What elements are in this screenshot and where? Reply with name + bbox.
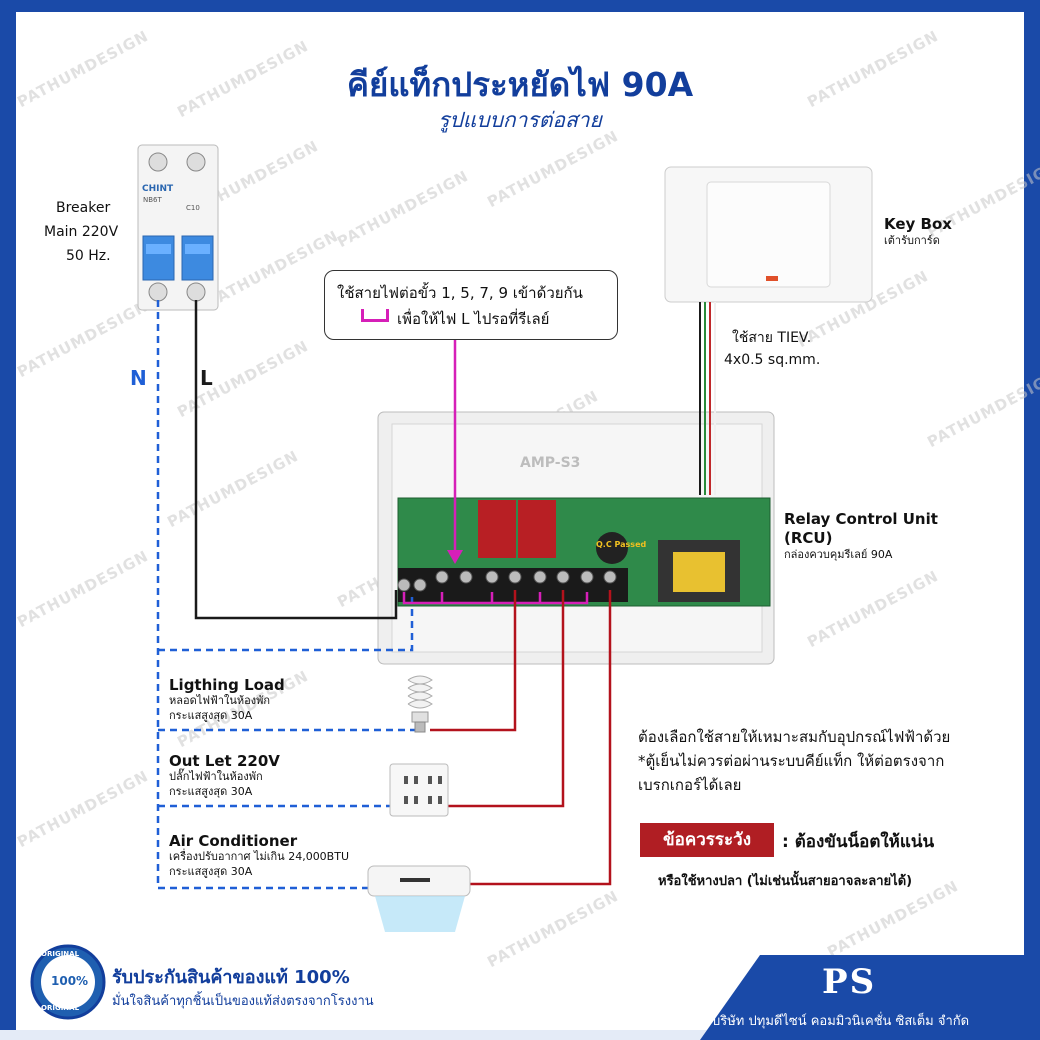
guarantee-title: รับประกันสินค้าของแท้ 100% (112, 967, 350, 988)
wire-load-light (430, 590, 517, 732)
wire-l (194, 300, 398, 620)
load-ac-name: Air Conditioner (169, 832, 298, 850)
outlet-icon (389, 763, 449, 817)
load-lighting-name: Ligthing Load (169, 676, 285, 694)
l-wire-label: L (200, 366, 213, 390)
key-box-desc: เต้ารับการ์ด (884, 234, 940, 247)
wire-n (156, 300, 368, 890)
rcu-title: Relay Control Unit (784, 510, 938, 528)
wire-load-ac (470, 590, 612, 886)
wire-load-outlet (448, 590, 565, 808)
callout-line-2: เพื่อให้ไฟ L ไปรอที่รีเลย์ (397, 310, 550, 328)
load-outlet-desc: ปลั๊กไฟฟ้าในห้องพัก (169, 770, 263, 783)
guarantee-sub: มั่นใจสินค้าทุกชิ้นเป็นของแท้ส่งตรงจากโร… (112, 994, 374, 1009)
wire-link-bridge (402, 592, 589, 605)
footer-blue-shape (700, 955, 1040, 1040)
link-wire-icon (361, 309, 389, 322)
breaker-label-2: Main 220V (44, 224, 119, 240)
rcu-desc: กล่องควบคุมรีเลย์ 90A (784, 548, 893, 561)
page-title: คีย์แท็กประหยัดไฟ 90A (346, 65, 694, 104)
note-line-2: *ตู้เย็นไม่ควรต่อผ่านระบบคีย์แท็ก ให้ต่อ… (638, 752, 945, 770)
warning-tag: ข้อควรระวัง (640, 823, 774, 857)
cable-note-2: 4x0.5 sq.mm. (724, 352, 821, 368)
load-ac-limit: กระแสสูงสุด 30A (169, 865, 253, 878)
badge-center-text: 100% (51, 974, 89, 988)
badge-bottom-text: ORIGINAL (41, 1004, 80, 1012)
key-box-cable (699, 302, 716, 495)
warning-sub: หรือใช้หางปลา (ไม่เช่นนั้นสายอาจละลายได้… (658, 874, 913, 889)
load-ac-desc: เครื่องปรับอากาศ ไม่เกิน 24,000BTU (169, 850, 350, 863)
breaker-rating: C10 (186, 204, 200, 212)
note-line-3: เบรกเกอร์ได้เลย (638, 776, 742, 794)
rcu-board-label: AMP-S3 (520, 455, 581, 471)
key-box-title: Key Box (884, 215, 952, 233)
key-box-device (664, 166, 873, 303)
breaker-brand: CHINT (142, 184, 174, 194)
rcu-title-abbr: (RCU) (784, 529, 833, 547)
note-line-1: ต้องเลือกใช้สายให้เหมาะสมกับอุปกรณ์ไฟฟ้า… (638, 728, 951, 746)
air-conditioner-icon (367, 865, 471, 932)
callout-line-1: ใช้สายไฟต่อขั้ว 1, 5, 7, 9 เข้าด้วยกัน (337, 284, 583, 302)
load-outlet-name: Out Let 220V (169, 752, 280, 770)
page-subtitle: รูปแบบการต่อสาย (438, 108, 602, 132)
original-badge-icon (30, 944, 106, 1020)
warning-text: : ต้องขันน็อตให้แน่น (782, 832, 935, 852)
instruction-callout: ใช้สายไฟต่อขั้ว 1, 5, 7, 9 เข้าด้วยกัน เ… (324, 270, 618, 340)
load-lighting-desc: หลอดไฟฟ้าในห้องพัก (169, 694, 271, 707)
breaker-model: NB6T (143, 196, 162, 204)
lamp-icon (407, 675, 433, 733)
company-logo: PS (822, 962, 877, 1002)
breaker-label-1: Breaker (56, 200, 111, 216)
breaker-device (137, 144, 219, 311)
badge-top-text: ORIGINAL (41, 950, 80, 958)
load-lighting-limit: กระแสสูงสุด 30A (169, 709, 253, 722)
cable-note-1: ใช้สาย TIEV. (732, 330, 812, 346)
wire-n-rcu (158, 592, 414, 652)
load-outlet-limit: กระแสสูงสุด 30A (169, 785, 253, 798)
qc-stamp: Q.C Passed (596, 540, 647, 549)
company-name: บริษัท ปทุมดีไซน์ คอมมิวนิเคชั่น ซิสเต็ม… (712, 1014, 970, 1029)
n-wire-label: N (130, 366, 147, 390)
breaker-label-3: 50 Hz. (66, 248, 111, 264)
terminal-block (397, 570, 617, 592)
